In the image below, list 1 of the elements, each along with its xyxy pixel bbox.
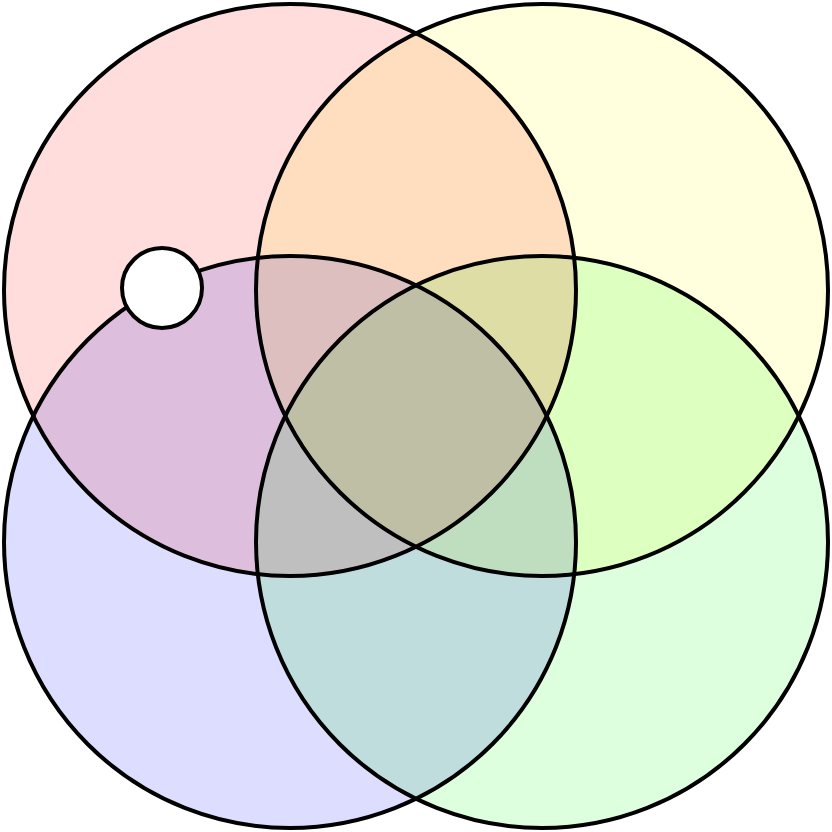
venn-circle bbox=[254, 254, 830, 830]
